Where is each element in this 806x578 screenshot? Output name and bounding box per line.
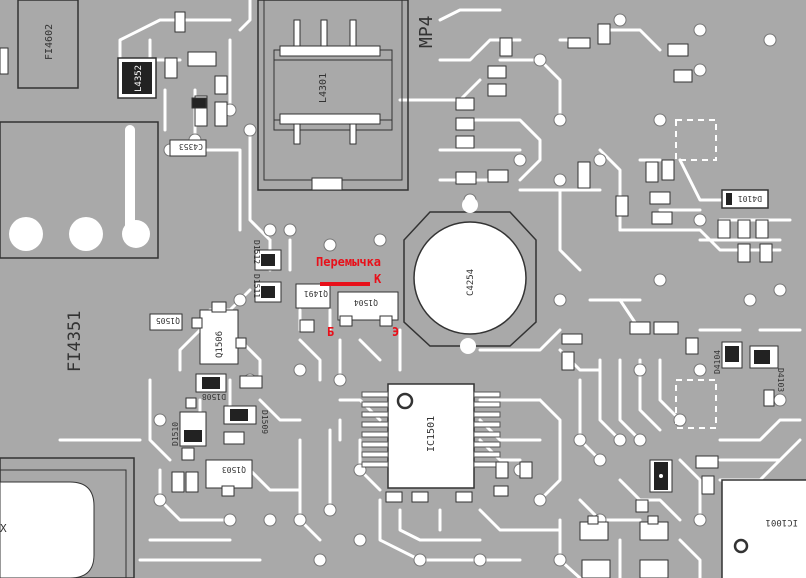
fi4602-label: FI4602 [44, 24, 55, 60]
l4352-label: L4352 [134, 65, 144, 92]
d4101-diode: D4101 [721, 189, 769, 209]
q1506-label: Q1506 [215, 331, 225, 358]
base-annotation: Б [327, 325, 334, 339]
l4301-label: L4301 [318, 73, 329, 103]
q1503-label: Q1503 [222, 465, 246, 474]
q1506-transistor: Q1506 [191, 301, 247, 365]
emitter-annotation: Э [392, 325, 399, 339]
fi4602-filter: FI4602 [17, 0, 79, 89]
d1511-label: D1511 [252, 274, 261, 298]
q1504-transistor: Q1504 [337, 291, 399, 327]
d1509-diode: D1509 [223, 405, 269, 434]
q1505-label: Q1505 [156, 316, 180, 325]
q1491-label: Q1491 [304, 289, 328, 298]
d1509-label: D1509 [260, 410, 269, 434]
d4103-label: D4103 [776, 368, 785, 392]
q1505-transistor: Q1505 [149, 313, 183, 331]
q1503-transistor: Q1503 [205, 459, 253, 497]
ic1501-pads [385, 461, 533, 503]
d1512-label: D1512 [252, 240, 261, 264]
jumper-annotation: Перемычка [316, 255, 381, 269]
top-right-dashed-outlines [675, 119, 717, 429]
top-right-smd [455, 23, 775, 513]
d1508-diode: D1508 [195, 373, 227, 401]
q1504-label: Q1504 [354, 298, 378, 307]
d4104-diode: D4104 [713, 341, 743, 374]
fi4351-filter: FI4351 [0, 121, 159, 372]
l4352-inductor: L4352 [117, 57, 157, 99]
d1512-diode: D1512 [252, 240, 282, 271]
upper-left-smd [0, 11, 228, 127]
collector-annotation: К [374, 272, 382, 286]
d4103-diode: D4103 [749, 345, 785, 392]
d1511-diode: D1511 [252, 274, 282, 303]
fi4351-label: FI4351 [65, 311, 85, 372]
q1491-transistor: Q1491 [295, 283, 331, 333]
d1508-label: D1508 [202, 392, 226, 401]
left-middle-smd [171, 375, 263, 493]
c4353-capacitor: C4353 [169, 139, 207, 157]
d4101-label: D4101 [738, 194, 762, 203]
crystal-x-label: X [0, 522, 7, 535]
c4353-label: C4353 [179, 142, 203, 151]
ic1001-chip: IC1001 [721, 479, 806, 578]
ic1001-label: IC1001 [765, 517, 798, 527]
ic1501-label: IC1501 [426, 416, 437, 452]
lower-left-crystal: X [0, 457, 135, 578]
l4301-inductor: L4301 [257, 0, 409, 191]
mp4-label: MP4 [416, 15, 437, 48]
resistor-network [649, 459, 673, 493]
bottom-small-transistors [579, 515, 669, 578]
d1510-diode: D1510 [171, 411, 207, 447]
d1510-label: D1510 [171, 422, 180, 446]
c4254-capacitor: C4254 [403, 197, 537, 354]
d4104-label: D4104 [713, 350, 722, 374]
c4254-label: C4254 [466, 269, 476, 296]
